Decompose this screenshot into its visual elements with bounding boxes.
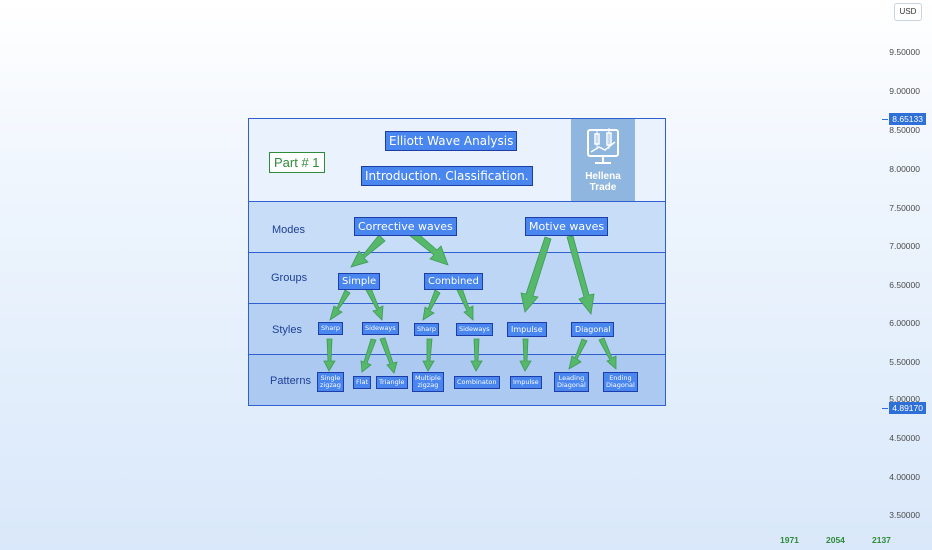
- price-tag-marker: [882, 119, 888, 120]
- row-label-patterns: Patterns: [270, 375, 311, 387]
- price-tick: 8.50000: [889, 125, 920, 135]
- hierarchy-arrows: [323, 230, 617, 374]
- time-tick: 1971: [780, 535, 799, 545]
- node-combined: Combined: [424, 273, 483, 290]
- node-line: Single: [320, 374, 341, 382]
- node-combination: Combinaton: [454, 376, 500, 389]
- price-tick: 4.00000: [889, 472, 920, 482]
- arrow: [566, 235, 595, 315]
- node-impulse-style: Impulse: [507, 322, 547, 337]
- price-tick: 4.50000: [889, 433, 920, 443]
- node-line: zigzag: [320, 381, 341, 389]
- part-label: Part # 1: [269, 152, 325, 173]
- row-label-styles: Styles: [272, 324, 302, 336]
- elliott-wave-classification-diagram[interactable]: Part # 1 Elliott Wave Analysis Introduct…: [248, 118, 666, 406]
- arrow: [520, 236, 552, 313]
- row-label-groups: Groups: [271, 272, 308, 284]
- node-sharp-simple: Sharp: [318, 322, 344, 335]
- arrow: [379, 337, 398, 374]
- arrow: [456, 287, 474, 321]
- arrow: [470, 338, 483, 372]
- node-sideways-combined: Sideways: [456, 323, 493, 336]
- node-triangle: Triangle: [376, 376, 408, 389]
- node-line: Diagonal: [557, 381, 586, 389]
- node-flat: Flat: [353, 376, 372, 389]
- price-tag-high: 8.65133: [889, 113, 926, 125]
- time-tick: 2054: [826, 535, 845, 545]
- logo-text: Hellena Trade: [571, 171, 635, 193]
- price-tick: 3.50000: [889, 510, 920, 520]
- arrow: [360, 338, 377, 373]
- arrow: [422, 338, 435, 372]
- node-simple: Simple: [338, 273, 381, 290]
- arrow: [329, 289, 351, 321]
- row-label-modes: Modes: [272, 224, 306, 236]
- node-multiple-zigzag: Multiple zigzag: [412, 372, 444, 392]
- node-corrective-waves: Corrective waves: [354, 217, 457, 236]
- node-single-zigzag: Single zigzag: [317, 372, 344, 392]
- node-motive-waves: Motive waves: [525, 217, 609, 236]
- price-tick: 5.50000: [889, 357, 920, 367]
- price-tick: 7.00000: [889, 241, 920, 251]
- price-tick: 9.00000: [889, 86, 920, 96]
- node-sideways-simple: Sideways: [362, 322, 399, 335]
- price-tag-marker: [882, 408, 888, 409]
- node-leading-diagonal: Leading Diagonal: [554, 372, 589, 392]
- price-tick: 5.00000: [889, 394, 920, 404]
- node-diagonal: Diagonal: [571, 322, 615, 337]
- price-tick: 7.50000: [889, 203, 920, 213]
- price-tick: 6.50000: [889, 280, 920, 290]
- diagram-subtitle: Introduction. Classification.: [361, 166, 533, 186]
- arrow: [350, 234, 386, 268]
- arrow: [323, 338, 336, 372]
- monitor-chart-icon: [587, 128, 619, 164]
- logo-line-2: Trade: [589, 182, 617, 193]
- node-line: Diagonal: [606, 381, 635, 389]
- node-ending-diagonal: Ending Diagonal: [603, 372, 638, 392]
- price-tick: 9.50000: [889, 47, 920, 57]
- node-line: Leading: [558, 374, 585, 382]
- currency-selector[interactable]: USD: [894, 3, 922, 21]
- arrow: [598, 337, 617, 370]
- time-tick: 2137: [872, 535, 891, 545]
- price-tag-low: 4.89170: [889, 402, 926, 414]
- node-line: Multiple: [415, 374, 441, 382]
- node-sharp-combined: Sharp: [414, 323, 440, 336]
- node-line: Ending: [609, 374, 632, 382]
- arrow: [408, 230, 449, 266]
- price-tick: 8.00000: [889, 164, 920, 174]
- arrow: [568, 338, 588, 370]
- node-impulse-pattern: Impulse: [510, 376, 542, 389]
- arrow: [519, 338, 532, 372]
- hellena-trade-logo: Hellena Trade: [571, 119, 635, 201]
- diagram-title: Elliott Wave Analysis: [385, 131, 518, 151]
- arrow: [365, 287, 384, 321]
- node-line: zigzag: [417, 381, 439, 389]
- price-tick: 6.00000: [889, 318, 920, 328]
- arrow: [422, 289, 441, 321]
- logo-line-1: Hellena: [585, 171, 621, 182]
